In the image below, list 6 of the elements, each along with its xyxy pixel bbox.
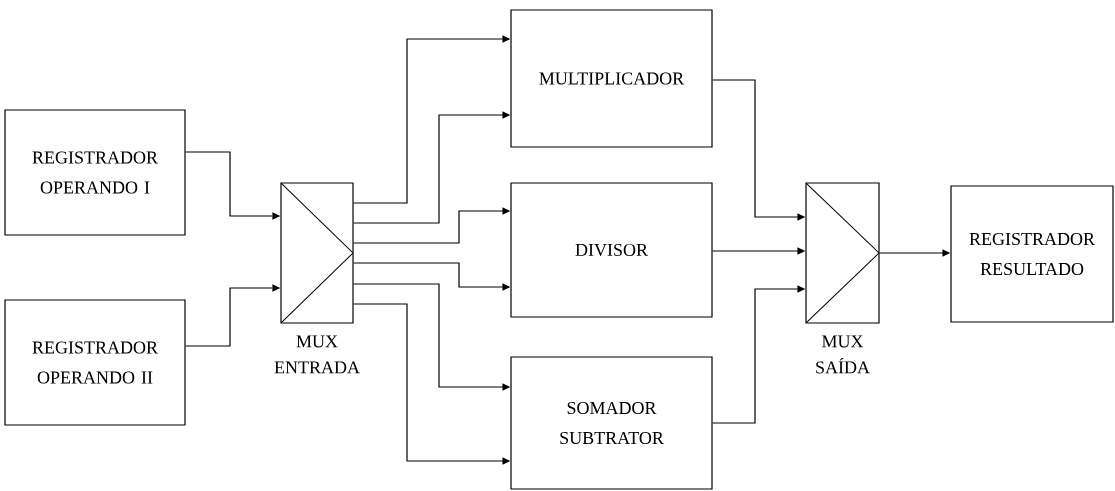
- process-box: MULTIPLICADOR: [510, 9, 713, 148]
- process-box: DIVISOR: [510, 182, 713, 318]
- process-box: REGISTRADOR RESULTADO: [950, 185, 1114, 323]
- process-box: REGISTRADOR OPERANDO II: [4, 299, 186, 426]
- process-box: SOMADOR SUBTRATOR: [510, 356, 713, 490]
- process-box: REGISTRADOR OPERANDO I: [4, 109, 186, 236]
